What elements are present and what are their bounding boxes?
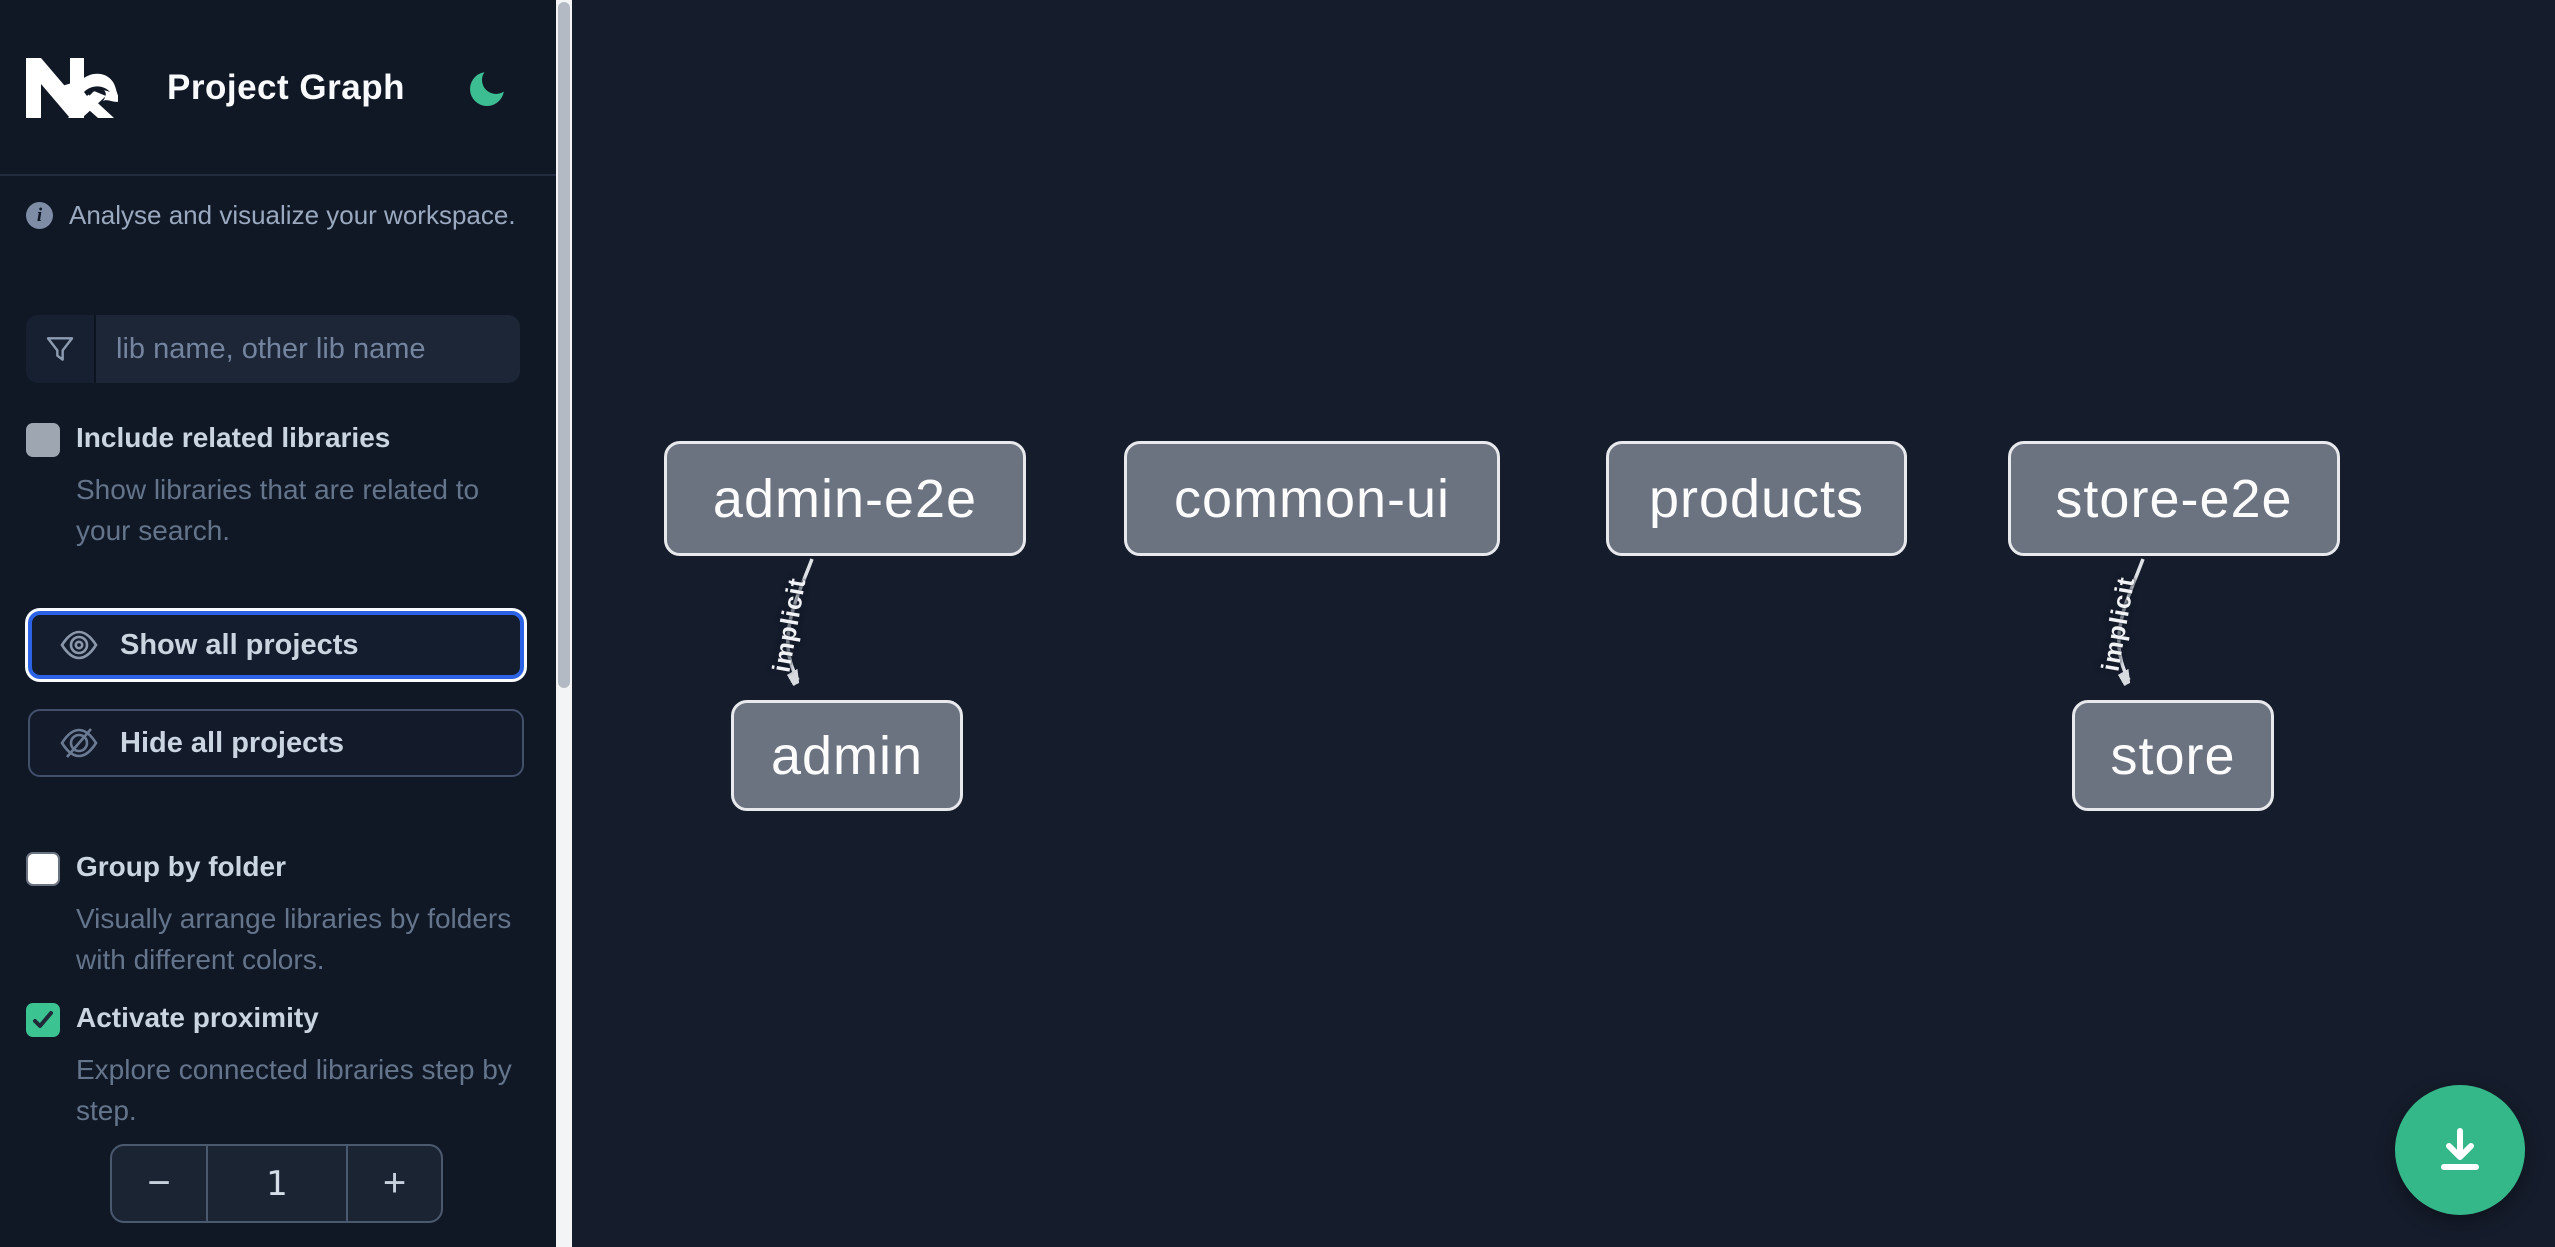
include-related-checkbox[interactable]: [26, 423, 60, 457]
info-icon: i: [26, 202, 53, 229]
hide-all-projects-button[interactable]: Hide all projects: [28, 709, 524, 777]
project-node-admin[interactable]: admin: [731, 700, 963, 811]
option-activate-proximity: Activate proximity Explore connected lib…: [26, 1000, 526, 1131]
theme-toggle-button[interactable]: [468, 66, 510, 110]
option-description: Visually arrange libraries by folders wi…: [76, 903, 512, 975]
eye-icon: [60, 630, 98, 660]
group-by-folder-checkbox[interactable]: [26, 852, 60, 886]
option-description: Show libraries that are related to your …: [76, 474, 480, 546]
download-icon: [2441, 1128, 2479, 1170]
nx-logo-icon: [26, 58, 118, 118]
graph-edges: [786, 558, 2145, 1247]
decrement-button[interactable]: −: [112, 1146, 208, 1221]
project-node-admin-e2e[interactable]: admin-e2e: [664, 441, 1026, 556]
stepper-value: 1: [266, 1163, 288, 1204]
info-text: Analyse and visualize your workspace.: [69, 200, 516, 230]
option-label[interactable]: Activate proximity: [76, 1002, 319, 1033]
project-node-products[interactable]: products: [1606, 441, 1907, 556]
funnel-icon: [26, 315, 96, 383]
check-icon: [33, 1011, 53, 1028]
increment-button[interactable]: +: [346, 1146, 441, 1221]
sidebar-header: Project Graph: [0, 0, 556, 176]
show-all-projects-button[interactable]: Show all projects: [28, 611, 524, 679]
sidebar: Project Graph i Analyse and visualize yo…: [0, 0, 556, 1247]
moon-icon: [470, 66, 510, 106]
activate-proximity-checkbox[interactable]: [26, 1003, 60, 1037]
graph-canvas[interactable]: implicit implicit admin-e2e common-ui pr…: [572, 0, 2555, 1247]
option-label[interactable]: Include related libraries: [76, 422, 391, 453]
option-group-by-folder: Group by folder Visually arrange librari…: [26, 849, 526, 980]
eye-off-icon: [60, 728, 98, 758]
option-include-related: Include related libraries Show libraries…: [26, 420, 526, 551]
project-node-store-e2e[interactable]: store-e2e: [2008, 441, 2340, 556]
option-label[interactable]: Group by folder: [76, 851, 286, 882]
show-all-projects-label: Show all projects: [120, 628, 359, 661]
edge-store-e2e-store: [2117, 558, 2145, 680]
option-description: Explore connected libraries step by step…: [76, 1054, 512, 1126]
filter-search: [26, 315, 520, 383]
sidebar-scrollbar[interactable]: [556, 0, 572, 1247]
page-title: Project Graph: [167, 68, 405, 107]
workspace-info: i Analyse and visualize your workspace.: [26, 200, 526, 231]
project-node-store[interactable]: store: [2072, 700, 2274, 811]
hide-all-projects-label: Hide all projects: [120, 726, 345, 759]
download-graph-button[interactable]: [2395, 1085, 2525, 1215]
scrollbar-thumb[interactable]: [558, 2, 570, 688]
proximity-depth-stepper: − 1 +: [110, 1144, 443, 1223]
search-input[interactable]: [96, 315, 520, 383]
edge-admin-e2e-admin: [786, 558, 814, 680]
project-node-common-ui[interactable]: common-ui: [1124, 441, 1500, 556]
